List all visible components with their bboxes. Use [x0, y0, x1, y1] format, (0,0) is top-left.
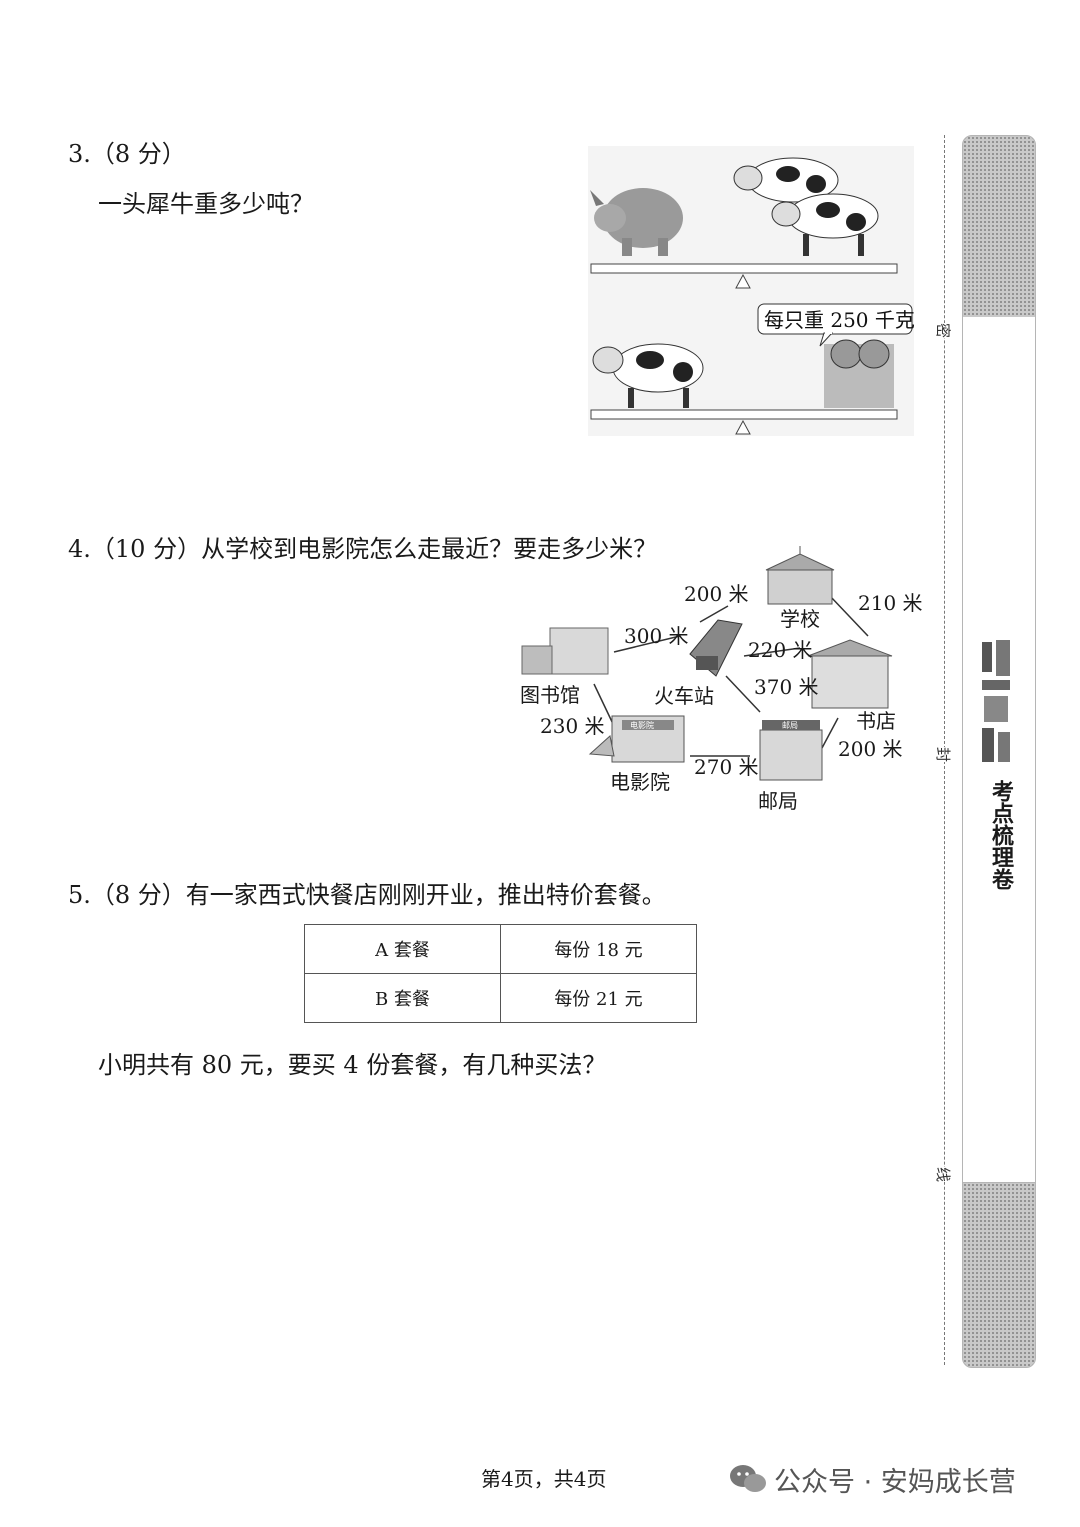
watermark: 公众号 · 安妈成长营 — [774, 1467, 1016, 1498]
cow-icon — [733, 157, 839, 203]
balance-illustration: 每只重 250 千克 — [588, 146, 915, 436]
cow-icon — [771, 193, 879, 256]
q3-question: 一头犀牛重多少吨？ — [98, 190, 314, 218]
svg-text:电影院: 电影院 — [630, 720, 654, 730]
wechat-icon — [730, 1465, 766, 1492]
library-icon — [521, 627, 609, 675]
label-school: 学校 — [780, 607, 820, 631]
dist-cinema-post: 270 米 — [694, 755, 759, 779]
dist-library-cinema: 230 米 — [540, 714, 605, 738]
label-post: 邮局 — [758, 789, 798, 813]
q5-question: 小明共有 80 元，要买 4 份套餐，有几种买法？ — [98, 1051, 607, 1079]
route-map: 电影院 邮局 — [521, 546, 893, 781]
rhino-icon — [590, 188, 683, 256]
table-row: A 套餐 每份 18 元 — [304, 924, 697, 974]
label-cinema: 电影院 — [610, 770, 670, 794]
book-stack-icon — [982, 640, 1010, 762]
table-row: B 套餐 每份 21 元 — [304, 973, 697, 1023]
tiger-icon — [824, 339, 894, 408]
page-number: 第4页，共4页 — [481, 1467, 607, 1491]
label-station: 火车站 — [654, 684, 714, 708]
seal-mark: 密 — [931, 322, 957, 339]
dist-station-post: 370 米 — [754, 675, 819, 699]
q4-header: 4.（10 分）从学校到电影院怎么走最近？要走多少米？ — [68, 535, 658, 563]
q3-header: 3.（8 分） — [68, 140, 186, 168]
side-bar-bottom — [962, 1182, 1036, 1368]
weight-label: 每只重 250 千克 — [764, 308, 915, 332]
label-library: 图书馆 — [520, 683, 580, 707]
cinema-icon: 电影院 — [588, 715, 685, 763]
seal-mark: 封 — [931, 746, 957, 763]
table-cell: B 套餐 — [304, 973, 501, 1023]
school-icon — [765, 546, 835, 605]
paper-title: 考点梳理卷 — [988, 780, 1013, 890]
dist-library-station: 300 米 — [624, 624, 689, 648]
side-bar-top — [962, 135, 1036, 319]
train-icon — [689, 619, 743, 677]
price-table: A 套餐 每份 18 元 B 套餐 每份 21 元 — [304, 924, 697, 1023]
dist-bookstore-post: 200 米 — [838, 737, 903, 761]
q5-header: 5.（8 分）有一家西式快餐店刚刚开业，推出特价套餐。 — [68, 881, 666, 909]
table-cell: 每份 21 元 — [500, 973, 697, 1023]
svg-text:邮局: 邮局 — [782, 720, 798, 730]
cow-icon — [592, 343, 704, 408]
label-bookstore: 书店 — [856, 709, 896, 733]
table-cell: A 套餐 — [304, 924, 501, 974]
dist-station-bookstore: 220 米 — [748, 638, 813, 662]
seal-mark: 线 — [931, 1166, 957, 1183]
bookstore-icon — [807, 639, 893, 709]
table-cell: 每份 18 元 — [500, 924, 697, 974]
dist-school-bookstore: 210 米 — [858, 591, 923, 615]
dist-school-station: 200 米 — [684, 582, 749, 606]
post-office-icon: 邮局 — [759, 720, 823, 781]
